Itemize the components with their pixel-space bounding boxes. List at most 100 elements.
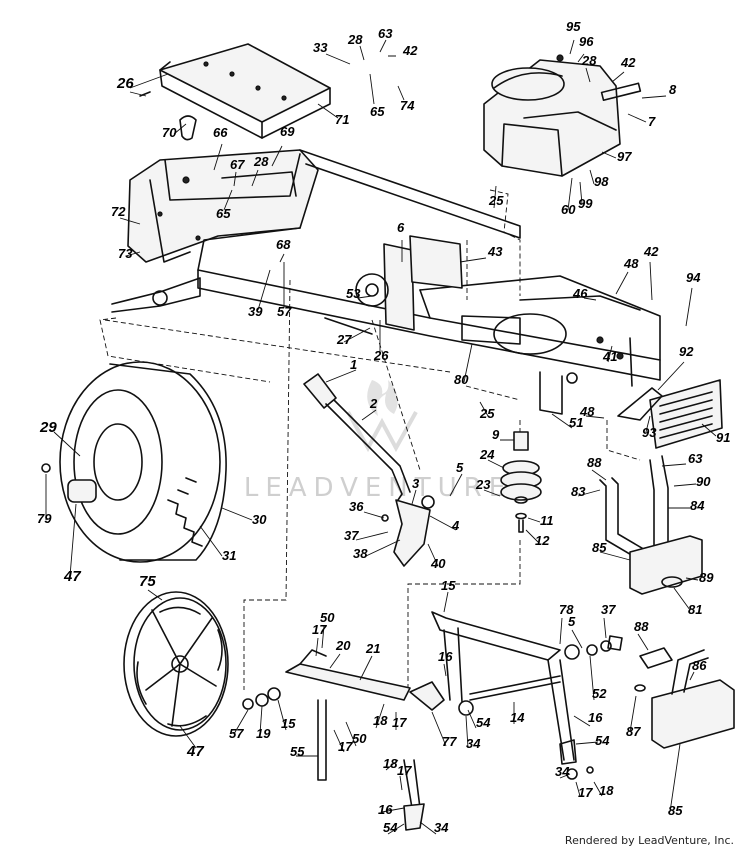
callout-34: 34 xyxy=(434,820,449,835)
callout-94: 94 xyxy=(686,270,701,285)
callout-85: 85 xyxy=(592,540,607,555)
brake-linkage xyxy=(242,611,623,831)
callout-28: 28 xyxy=(581,53,597,68)
callout-3: 3 xyxy=(412,476,420,491)
callout-65: 65 xyxy=(216,206,231,221)
callout-84: 84 xyxy=(690,498,705,513)
rear-tire xyxy=(41,361,227,563)
callout-97: 97 xyxy=(617,149,632,164)
callout-98: 98 xyxy=(594,174,609,189)
v-logo-icon xyxy=(346,411,418,453)
callout-47: 47 xyxy=(63,568,81,585)
callout-37: 37 xyxy=(344,528,359,543)
callout-63: 63 xyxy=(378,26,393,41)
callout-17: 17 xyxy=(338,739,353,754)
callout-2: 2 xyxy=(369,396,378,411)
callout-28: 28 xyxy=(253,154,269,169)
callout-17: 17 xyxy=(392,715,407,730)
seat-plate xyxy=(139,43,331,139)
callout-26: 26 xyxy=(116,75,134,92)
callout-6: 6 xyxy=(397,220,405,235)
pulley-assembly xyxy=(500,431,542,533)
callout-11: 11 xyxy=(540,513,554,528)
callout-86: 86 xyxy=(692,658,707,673)
callout-41: 41 xyxy=(602,349,617,364)
callout-78: 78 xyxy=(559,602,574,617)
callout-5: 5 xyxy=(568,614,576,629)
callout-34: 34 xyxy=(555,764,570,779)
callout-1: 1 xyxy=(350,357,357,372)
callout-85: 85 xyxy=(668,803,683,818)
callout-17: 17 xyxy=(397,763,412,778)
callout-81: 81 xyxy=(688,602,702,617)
callout-77: 77 xyxy=(442,734,457,749)
callout-51: 51 xyxy=(569,415,583,430)
callout-12: 12 xyxy=(535,533,550,548)
leader-lines xyxy=(45,39,717,835)
callout-60: 60 xyxy=(561,202,576,217)
callout-18: 18 xyxy=(599,783,614,798)
callout-54: 54 xyxy=(383,820,398,835)
callout-36: 36 xyxy=(349,499,364,514)
callout-25: 25 xyxy=(479,406,495,421)
engine xyxy=(483,54,642,177)
callout-53: 53 xyxy=(346,286,361,301)
callout-16: 16 xyxy=(438,649,453,664)
callout-16: 16 xyxy=(378,802,393,817)
callout-34: 34 xyxy=(466,736,481,751)
callout-66: 66 xyxy=(213,125,228,140)
callout-63: 63 xyxy=(688,451,703,466)
callout-9: 9 xyxy=(492,427,500,442)
callout-57: 57 xyxy=(229,726,244,741)
callout-92: 92 xyxy=(679,344,694,359)
callout-89: 89 xyxy=(699,570,714,585)
callout-28: 28 xyxy=(347,32,363,47)
heat-shield xyxy=(617,379,723,449)
callout-96: 96 xyxy=(579,34,594,49)
callout-48: 48 xyxy=(623,256,639,271)
callout-91: 91 xyxy=(716,430,730,445)
callout-25: 25 xyxy=(488,193,504,208)
callout-38: 38 xyxy=(353,546,368,561)
callout-8: 8 xyxy=(669,82,677,97)
callout-43: 43 xyxy=(487,244,503,259)
callout-70: 70 xyxy=(162,125,177,140)
callout-18: 18 xyxy=(373,713,388,728)
callout-42: 42 xyxy=(643,244,659,259)
callout-88: 88 xyxy=(634,619,649,634)
callout-74: 74 xyxy=(400,98,415,113)
callout-54: 54 xyxy=(595,733,610,748)
callout-50: 50 xyxy=(320,610,335,625)
callout-16: 16 xyxy=(588,710,603,725)
callout-4: 4 xyxy=(451,518,460,533)
callout-73: 73 xyxy=(118,246,133,261)
callout-26: 26 xyxy=(373,348,389,363)
callout-71: 71 xyxy=(335,112,349,127)
callout-42: 42 xyxy=(620,55,636,70)
callout-15: 15 xyxy=(441,578,456,593)
callout-80: 80 xyxy=(454,372,469,387)
callout-33: 33 xyxy=(313,40,328,55)
callout-39: 39 xyxy=(248,304,263,319)
callout-37: 37 xyxy=(601,602,616,617)
callout-83: 83 xyxy=(571,484,586,499)
callout-72: 72 xyxy=(111,204,126,219)
callout-29: 29 xyxy=(39,419,57,436)
callout-46: 46 xyxy=(572,286,588,301)
callout-20: 20 xyxy=(335,638,351,653)
callout-15: 15 xyxy=(281,716,296,731)
callout-87: 87 xyxy=(626,724,641,739)
callout-17: 17 xyxy=(578,785,593,800)
bracket-plate xyxy=(355,235,463,331)
callout-50: 50 xyxy=(352,731,367,746)
lever-handle xyxy=(303,373,435,567)
callout-52: 52 xyxy=(592,686,607,701)
callout-23: 23 xyxy=(475,477,491,492)
callout-93: 93 xyxy=(642,425,657,440)
callout-55: 55 xyxy=(290,744,305,759)
callout-90: 90 xyxy=(696,474,711,489)
callout-42: 42 xyxy=(402,43,418,58)
callout-65: 65 xyxy=(370,104,385,119)
callout-19: 19 xyxy=(256,726,271,741)
